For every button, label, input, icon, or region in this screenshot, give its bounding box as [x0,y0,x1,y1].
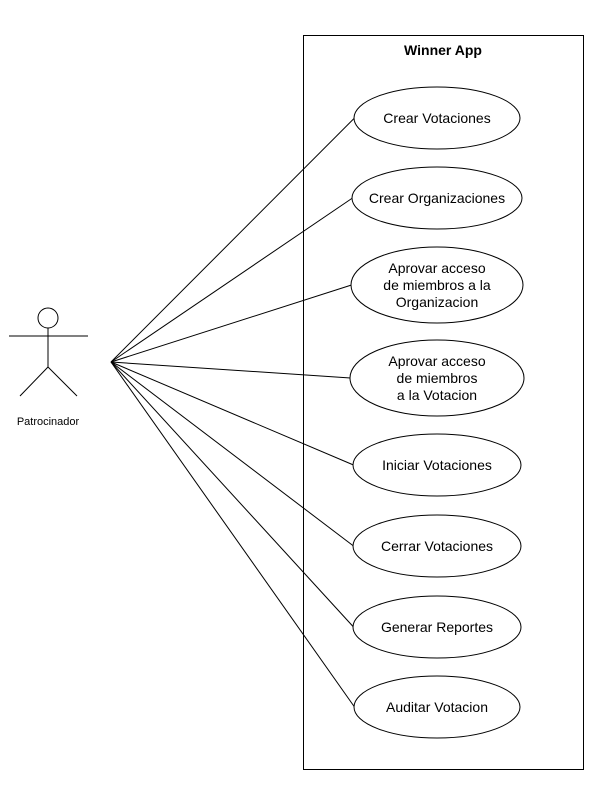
use-case-label: Aprovar acceso [388,353,485,369]
association-iniciar-votaciones [110,361,354,466]
association-crear-organizaciones [110,197,353,363]
actor-left-leg [19,366,49,397]
use-case-ellipse [353,86,521,150]
use-case-ellipse [351,166,523,230]
use-case-label: Cerrar Votaciones [381,538,493,554]
use-case-crear-organizaciones[interactable]: Crear Organizaciones [351,166,523,230]
association-auditar-votacion [110,361,355,708]
actor-patrocinador[interactable]: Patrocinador [9,307,88,428]
system-title: Winner App [404,42,482,58]
association-cerrar-votaciones [110,361,354,547]
associations [110,117,355,708]
association-aprovar-acceso-organizacion [110,284,352,363]
use-case-ellipse [352,595,522,659]
use-case-label: Organizacion [396,294,479,310]
use-case-label: a la Votacion [397,387,477,403]
use-case-generar-reportes[interactable]: Generar Reportes [352,595,522,659]
use-case-auditar-votacion[interactable]: Auditar Votacion [353,675,521,739]
use-case-ellipse [349,339,525,417]
use-case-ellipse [352,433,522,497]
use-case-label: Crear Organizaciones [369,190,505,206]
use-case-cerrar-votaciones[interactable]: Cerrar Votaciones [352,514,522,578]
use-case-label: de miembros [397,370,478,386]
use-case-label: Crear Votaciones [383,110,490,126]
use-case-label: Auditar Votacion [386,699,488,715]
association-aprovar-acceso-votacion [110,361,351,379]
use-case-label: Iniciar Votaciones [382,457,492,473]
use-case-label: Generar Reportes [381,619,493,635]
association-generar-reportes [110,361,354,628]
actor-label: Patrocinador [17,416,80,428]
actor-head [37,307,59,329]
use-case-ellipse [350,246,524,324]
use-case-ellipse [352,514,522,578]
use-case-label: Aprovar acceso [388,260,485,276]
association-crear-votaciones [110,117,355,363]
use-case-label: de miembros a la [383,277,491,293]
use-case-ellipse [353,675,521,739]
use-case-iniciar-votaciones[interactable]: Iniciar Votaciones [352,433,522,497]
use-case-crear-votaciones[interactable]: Crear Votaciones [353,86,521,150]
actor-right-leg [47,366,78,397]
